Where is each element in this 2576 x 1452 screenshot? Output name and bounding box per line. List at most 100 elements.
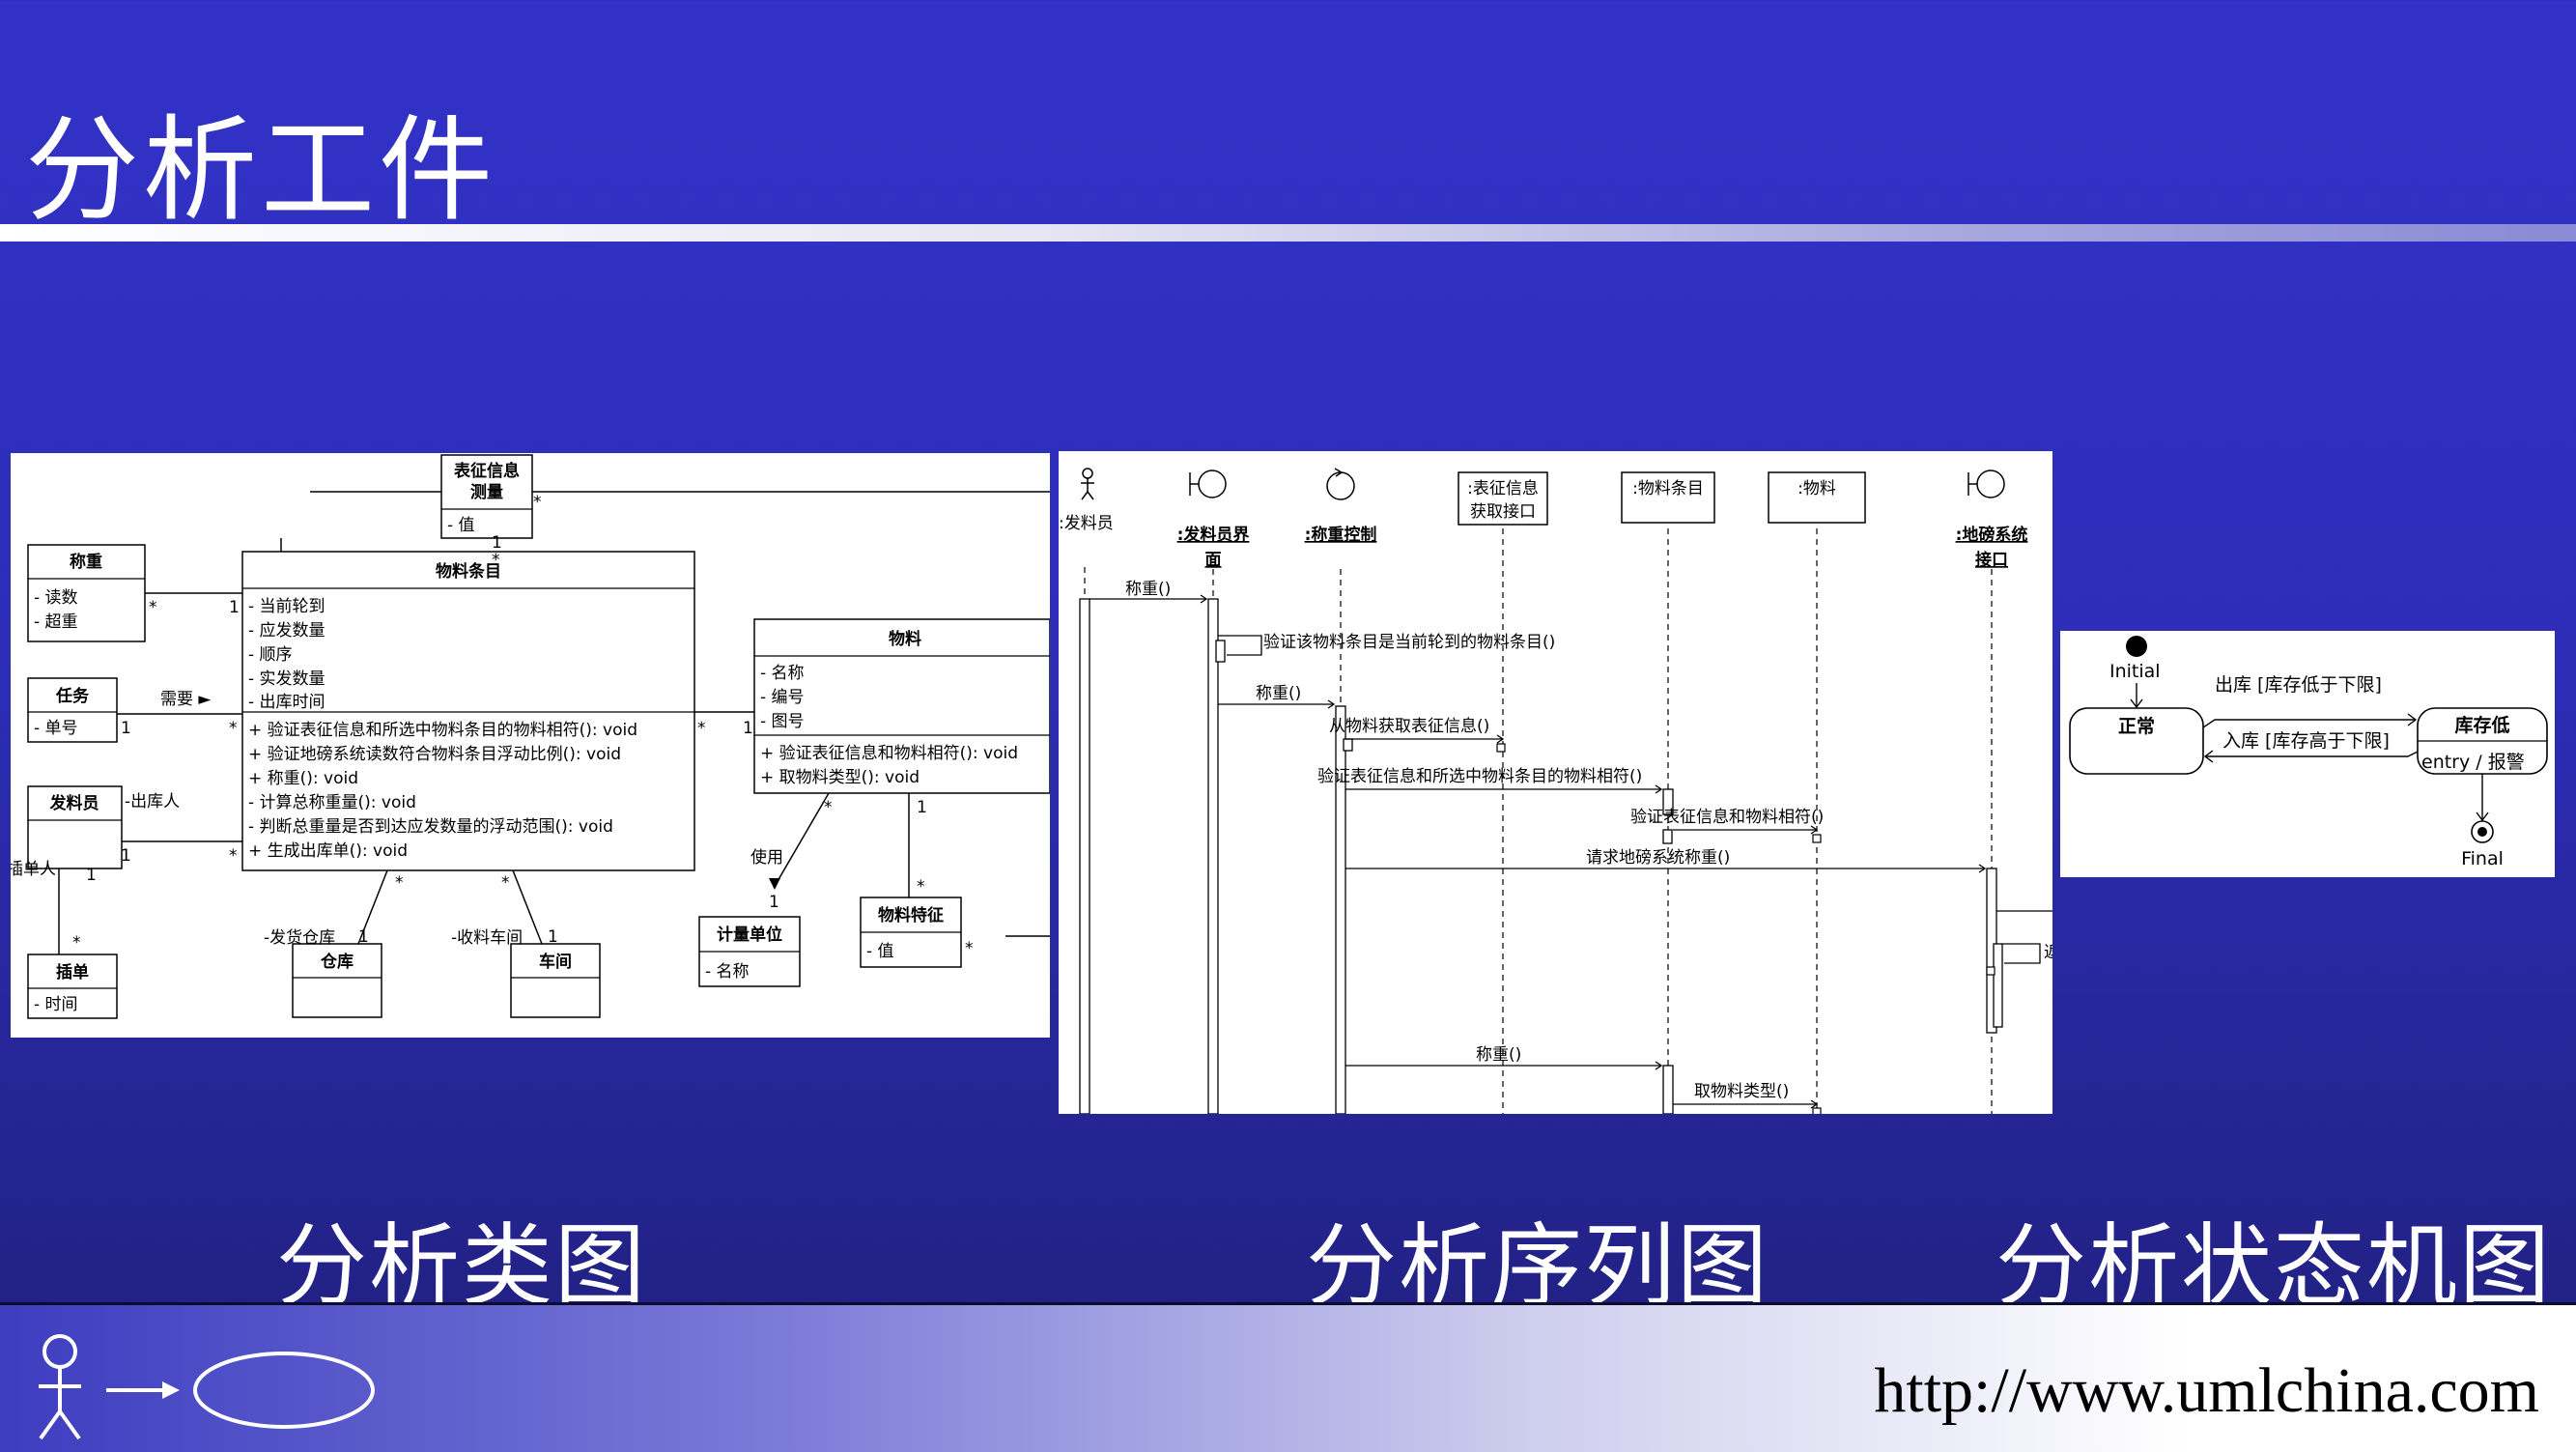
message-label: 称重() bbox=[1125, 580, 1171, 599]
lifeline-box-wuliaotiaomu: :物料条目 bbox=[1621, 471, 1715, 524]
lifeline-name: :物料 bbox=[1798, 479, 1836, 498]
caption-class-diagram: 分析类图 bbox=[276, 1214, 648, 1320]
multiplicity: * bbox=[149, 598, 157, 617]
class-name: 插单 bbox=[56, 962, 89, 982]
class-op: + 验证地磅系统读数符合物料条目浮动比例(): void bbox=[248, 745, 621, 764]
analysis-state-diagram: Initial 正常 库存低 entry / 报警 出库 [库存低于下限] 入库… bbox=[2060, 631, 2555, 877]
multiplicity: 1 bbox=[548, 927, 558, 947]
class-name: 仓库 bbox=[320, 952, 354, 972]
multiplicity: * bbox=[229, 846, 238, 866]
website-url[interactable]: http://www.umlchina.com bbox=[1874, 1355, 2539, 1426]
footer-bar bbox=[0, 1302, 2576, 1452]
multiplicity: 1 bbox=[769, 893, 779, 912]
slide-title: 分析工件 bbox=[25, 103, 497, 237]
initial-state-icon bbox=[2126, 636, 2147, 657]
return-markers bbox=[1496, 743, 1996, 1114]
dependency-arrowhead bbox=[769, 878, 780, 890]
message-label: 从物料获取表征信息() bbox=[1329, 717, 1489, 736]
class-op: - 计算总称重量(): void bbox=[248, 793, 416, 812]
multiplicity: * bbox=[917, 877, 925, 897]
lifeline-box-biaozheng: :表征信息 获取接口 bbox=[1458, 471, 1548, 526]
multiplicity: * bbox=[965, 939, 974, 958]
title-divider bbox=[0, 224, 2576, 242]
class-jiliang: 计量单位 - 名称 bbox=[698, 916, 801, 987]
state-name: 库存低 bbox=[2454, 714, 2509, 736]
lifeline-box-wuliao: :物料 bbox=[1768, 471, 1866, 524]
role-label: 需要 ► bbox=[160, 690, 212, 709]
class-attr: - 编号 bbox=[760, 688, 805, 707]
state-entry: entry / 报警 bbox=[2421, 752, 2525, 773]
lifeline-name: :物料条目 bbox=[1632, 479, 1704, 498]
class-associations bbox=[58, 491, 1050, 954]
class-name: 表征信息 bbox=[454, 461, 520, 481]
lifeline-name: :表征信息 bbox=[1467, 479, 1539, 498]
class-name: 计量单位 bbox=[717, 925, 782, 945]
class-name: 任务 bbox=[55, 686, 90, 706]
multiplicity: * bbox=[533, 493, 542, 512]
multiplicity: 1 bbox=[743, 719, 753, 738]
class-faliaoyuan: 发料员 bbox=[27, 785, 123, 869]
class-name: 物料特征 bbox=[878, 905, 944, 925]
class-op: + 取物料类型(): void bbox=[760, 768, 920, 787]
class-labels: 需要 ► -出库人 插单人 -发货仓库 -收料车间 使用 * 1 * * 1 1… bbox=[11, 493, 974, 958]
class-attr: - 顺序 bbox=[248, 645, 293, 665]
class-renwu: 任务 - 单号 bbox=[27, 677, 118, 743]
multiplicity: * bbox=[72, 933, 81, 953]
message-label: 称重() bbox=[1256, 684, 1301, 703]
class-attr: - 值 bbox=[447, 516, 475, 535]
multiplicity: 1 bbox=[121, 846, 131, 866]
class-name: 物料条目 bbox=[436, 561, 501, 582]
multiplicity: * bbox=[697, 719, 706, 738]
class-chejian: 车间 bbox=[510, 943, 601, 1018]
message-label: 验证表征信息和物料相符() bbox=[1630, 808, 1824, 827]
lifeline-name: :发料员 bbox=[1059, 514, 1114, 533]
multiplicity: * bbox=[824, 798, 833, 817]
state-transitions bbox=[2202, 713, 2489, 822]
message-label: 返 bbox=[2044, 943, 2052, 962]
control-icon bbox=[1326, 468, 1355, 500]
multiplicity: * bbox=[492, 551, 500, 570]
class-attr: - 值 bbox=[866, 942, 894, 961]
message-arrows bbox=[1090, 594, 2052, 1109]
lifeline-name: 面 bbox=[1205, 551, 1222, 570]
class-op: + 称重(): void bbox=[248, 769, 358, 788]
class-name: 测量 bbox=[470, 482, 503, 502]
uml-logo-icon bbox=[39, 1334, 375, 1440]
multiplicity: 1 bbox=[358, 927, 369, 947]
class-attr: - 单号 bbox=[34, 719, 78, 738]
multiplicity: 1 bbox=[229, 598, 240, 617]
class-name: 发料员 bbox=[49, 793, 99, 813]
boundary-icon bbox=[1967, 470, 2005, 498]
lifeline-name: :地磅系统 bbox=[1956, 525, 2028, 545]
class-chengzhong: 称重 - 读数 - 超重 bbox=[27, 544, 146, 642]
multiplicity: 1 bbox=[917, 798, 927, 817]
class-attr: - 当前轮到 bbox=[248, 597, 326, 616]
class-attr: - 实发数量 bbox=[248, 669, 326, 689]
state-name: 正常 bbox=[2118, 715, 2155, 737]
message-label: 取物料类型() bbox=[1694, 1082, 1789, 1101]
multiplicity: 1 bbox=[492, 533, 502, 553]
lifeline-name: 获取接口 bbox=[1470, 502, 1536, 522]
class-attr: - 超重 bbox=[34, 612, 78, 632]
state-zhengchang: 正常 bbox=[2069, 707, 2204, 775]
multiplicity: * bbox=[229, 719, 238, 738]
class-wuliaotiaomu: 物料条目 - 当前轮到 - 应发数量 - 顺序 - 实发数量 - 出库时间 + … bbox=[241, 551, 695, 871]
role-label: -出库人 bbox=[125, 792, 180, 811]
state-kucundi: 库存低 entry / 报警 bbox=[2417, 707, 2548, 775]
lifeline-name: 接口 bbox=[1975, 550, 2008, 570]
multiplicity: 1 bbox=[86, 866, 97, 885]
multiplicity: * bbox=[395, 873, 404, 893]
class-chadan: 插单 - 时间 bbox=[27, 954, 118, 1019]
lifelines bbox=[1084, 528, 1993, 1114]
lifeline-name: :发料员界 bbox=[1177, 525, 1250, 545]
class-wuliao: 物料 - 名称 - 编号 - 图号 + 验证表征信息和物料相符(): void … bbox=[753, 618, 1050, 794]
multiplicity: * bbox=[501, 873, 510, 893]
message-label: 验证表征信息和所选中物料条目的物料相符() bbox=[1317, 767, 1642, 786]
class-attr: - 图号 bbox=[760, 712, 805, 731]
class-op: + 验证表征信息和物料相符(): void bbox=[760, 744, 1018, 763]
message-labels: 称重() 验证该物料条目是当前轮到的物料条目() 称重() 从物料获取表征信息(… bbox=[1125, 580, 2052, 1101]
analysis-sequence-diagram: :发料员 :发料员界 面 :称重控制 :表征信息 获取接口 :物料条目 :物料 bbox=[1059, 451, 2052, 1114]
analysis-class-diagram: 表征信息 测量 - 值 称重 - 读数 - 超重 任务 - 单号 发料员 bbox=[11, 453, 1050, 1038]
class-op: + 验证表征信息和所选中物料条目的物料相符(): void bbox=[248, 721, 637, 740]
activation-bars bbox=[1079, 598, 2003, 1114]
